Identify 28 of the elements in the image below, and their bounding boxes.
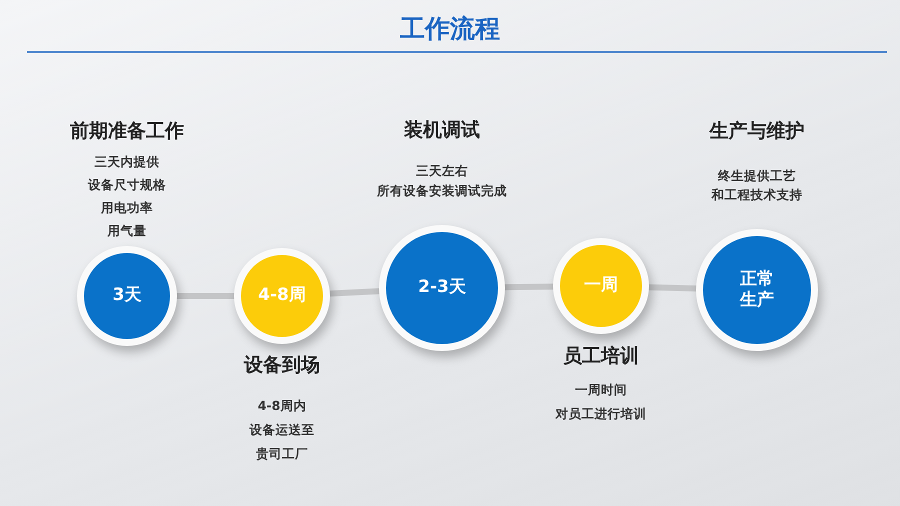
step-heading: 前期准备工作 (70, 119, 184, 144)
step-description: 一周时间 (575, 382, 627, 399)
step-duration: 4-8周 (258, 285, 306, 307)
step-duration: 正常生产 (740, 268, 774, 312)
step-description: 和工程技术支持 (712, 187, 802, 204)
step-description: 用电功率 (101, 200, 153, 217)
step-description: 设备运送至 (250, 422, 314, 439)
step-duration: 2-3天 (418, 277, 466, 299)
step-heading: 员工培训 (563, 344, 639, 369)
step-description: 设备尺寸规格 (88, 177, 166, 194)
step-description: 对员工进行培训 (556, 406, 646, 423)
connector-line (648, 284, 698, 292)
step-description: 终生提供工艺 (718, 168, 796, 185)
step-description: 用气量 (108, 223, 146, 240)
step-description: 4-8周内 (258, 398, 306, 415)
step-duration: 一周 (584, 275, 618, 297)
step-heading: 设备到场 (244, 353, 320, 378)
step-duration: 3天 (112, 285, 142, 307)
step-description: 贵司工厂 (256, 446, 308, 463)
step-heading: 装机调试 (404, 118, 480, 143)
step-description: 三天左右 (416, 163, 468, 180)
connector-line (504, 284, 554, 290)
connector-line (328, 288, 380, 297)
connector-line (176, 293, 235, 299)
title: 工作流程 (399, 13, 501, 45)
step-heading: 生产与维护 (710, 119, 804, 144)
step-description: 三天内提供 (94, 154, 160, 171)
step-description: 所有设备安装调试完成 (377, 183, 507, 200)
